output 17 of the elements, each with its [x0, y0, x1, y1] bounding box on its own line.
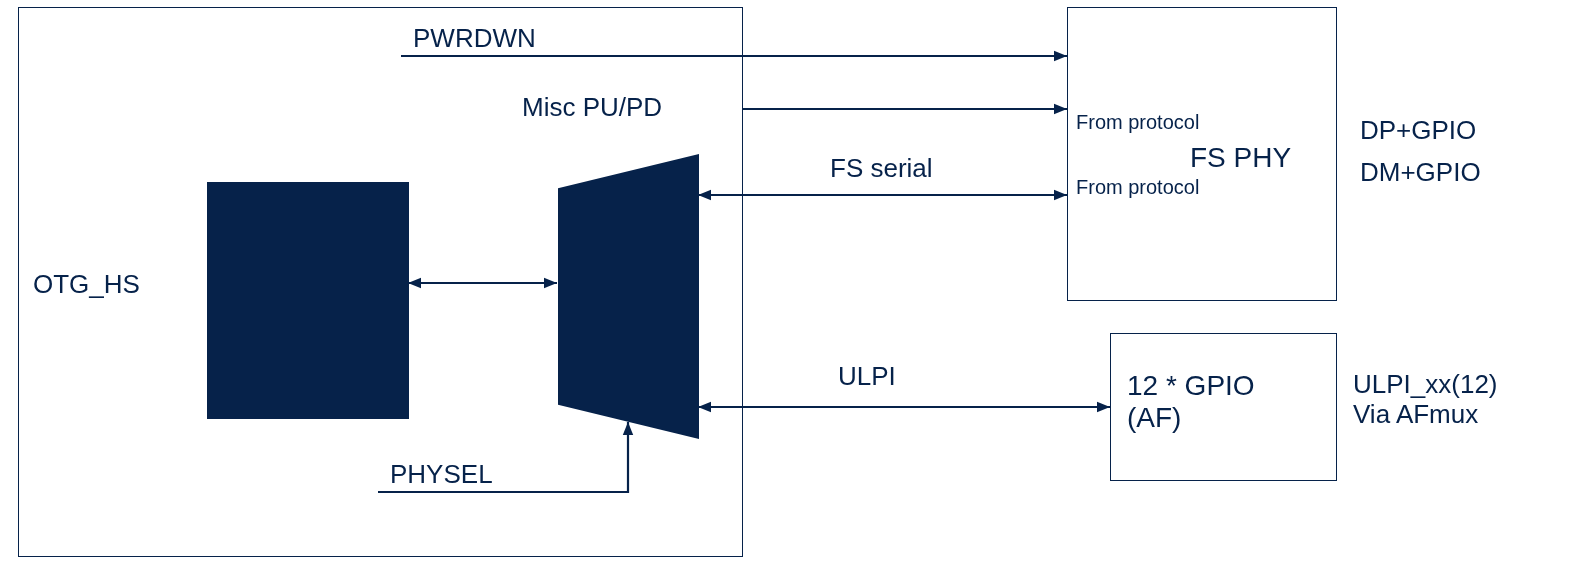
- arrow: [378, 422, 634, 494]
- block-title: OTG_HS: [33, 270, 140, 300]
- arrow: [401, 50, 1067, 62]
- block-note: From protocol: [1076, 176, 1200, 199]
- pin-label: DP+GPIO: [1360, 116, 1477, 146]
- block-note: FS PHY: [1190, 142, 1292, 175]
- arrow: [698, 189, 1067, 201]
- pin-label: DM+GPIO: [1360, 158, 1481, 188]
- core-block: [207, 182, 409, 419]
- block-title: From protocol: [1076, 111, 1200, 134]
- module-box: [18, 7, 743, 557]
- arrow: [743, 103, 1067, 115]
- pin-label: ULPI_xx(12) Via AFmux: [1353, 370, 1499, 430]
- arrow: [698, 401, 1110, 413]
- multiplexer-shape: [558, 154, 699, 439]
- arrow: [408, 277, 557, 289]
- block-title: 12 * GPIO (AF): [1127, 370, 1256, 435]
